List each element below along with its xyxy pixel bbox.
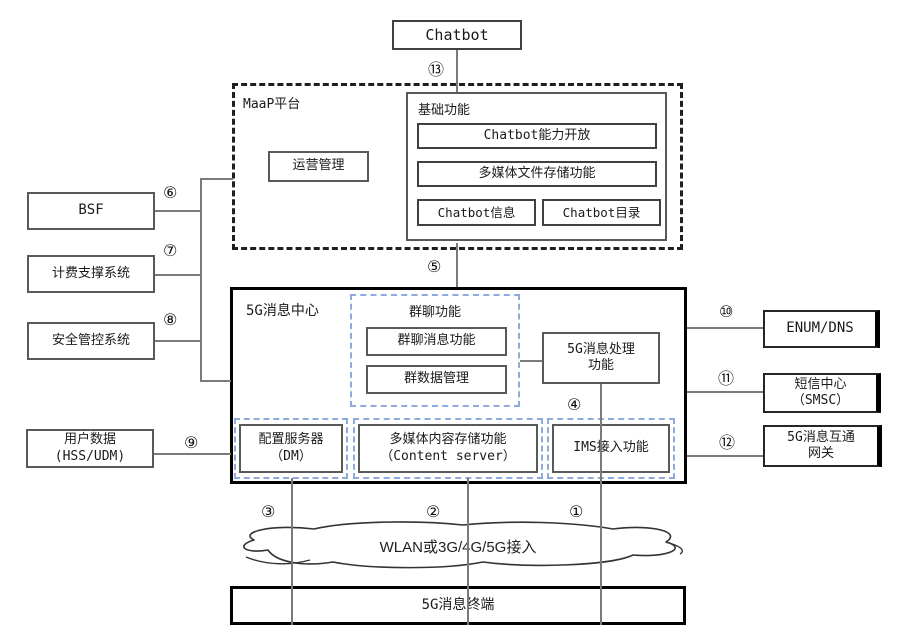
group-data-management-node: 群数据管理 <box>366 365 507 394</box>
connector-10-label: ⑩ <box>719 302 734 321</box>
enum-dns-node: ENUM/DNS <box>763 310 880 348</box>
chatbot-info-node: Chatbot信息 <box>417 199 536 226</box>
connector-6-label: ⑥ <box>163 183 178 202</box>
smsc-line2: （SMSC） <box>791 393 850 408</box>
connector-3-label: ③ <box>261 502 276 521</box>
message-processing-node: 5G消息处理 功能 <box>542 332 660 384</box>
message-processing-line2: 功能 <box>587 358 614 373</box>
connector-8-line <box>155 340 201 342</box>
ims-access-node: IMS接入功能 <box>552 424 670 473</box>
content-server-line1: 多媒体内容存储功能 <box>389 432 507 448</box>
chatbot-node: Chatbot <box>392 20 522 50</box>
connector-2-line <box>467 478 469 625</box>
group-chat-function-box <box>350 294 520 407</box>
chatbot-directory-node: Chatbot目录 <box>542 199 661 226</box>
group-chat-function-label: 群聊功能 <box>408 305 461 320</box>
connector-6-line <box>155 210 201 212</box>
connector-13-line <box>456 50 458 92</box>
smsc-node: 短信中心 （SMSC） <box>763 373 881 413</box>
bsf-node: BSF <box>27 192 155 230</box>
maap-platform-label: MaaP平台 <box>243 97 301 112</box>
connector-5-label: ⑤ <box>427 257 442 276</box>
content-server-dashed-box <box>353 418 543 479</box>
left-bus-bottom-link <box>200 380 231 382</box>
connector-11-line <box>687 391 763 393</box>
connector-5-line <box>456 243 458 287</box>
connector-3-line <box>291 478 293 625</box>
operation-management-node: 运营管理 <box>268 151 369 182</box>
left-bus-top-link <box>200 178 233 180</box>
access-cloud-shape <box>243 521 684 569</box>
connector-2-label: ② <box>426 502 441 521</box>
group-chat-message-node: 群聊消息功能 <box>366 327 507 356</box>
interworking-gateway-line2: 网关 <box>807 446 834 461</box>
message-processing-line1: 5G消息处理 <box>567 341 635 357</box>
connector-10-line <box>687 327 763 329</box>
connector-11-label: ⑪ <box>718 369 735 388</box>
connector-9-label: ⑨ <box>184 433 199 452</box>
message-terminal-node: 5G消息终端 <box>230 586 686 625</box>
left-bus-line <box>200 178 202 381</box>
configuration-server-node: 配置服务器 （DM） <box>239 424 343 473</box>
connector-12-line <box>687 455 763 457</box>
user-data-node: 用户数据 (HSS/UDM) <box>26 429 154 468</box>
interworking-gateway-line1: 5G消息互通 <box>787 429 855 445</box>
connector-1-line <box>600 384 602 625</box>
connector-9-line <box>154 453 231 455</box>
connector-1-label: ① <box>569 502 584 521</box>
configuration-server-line2: （DM） <box>270 448 312 464</box>
content-server-line2: （Content server） <box>380 448 516 464</box>
ims-dashed-box <box>547 418 675 479</box>
message-center-label: 5G消息中心 <box>246 303 319 319</box>
content-server-node: 多媒体内容存储功能 （Content server） <box>358 424 538 473</box>
multimedia-file-storage-node: 多媒体文件存储功能 <box>417 161 657 187</box>
connector-8-label: ⑧ <box>163 310 178 329</box>
base-function-label: 基础功能 <box>418 103 471 118</box>
chatbot-capability-node: Chatbot能力开放 <box>417 123 657 149</box>
user-data-line2: (HSS/UDM) <box>54 448 126 464</box>
interworking-gateway-node: 5G消息互通 网关 <box>763 425 882 467</box>
security-control-node: 安全管控系统 <box>27 322 155 360</box>
connector-7-line <box>155 274 201 276</box>
connector-13-label: ⑬ <box>428 60 445 79</box>
access-cloud-label: WLAN或3G/4G/5G接入 <box>379 539 537 556</box>
smsc-line1: 短信中心 <box>794 376 847 392</box>
configuration-server-line1: 配置服务器 <box>258 432 324 448</box>
groupchat-processing-link <box>520 360 542 362</box>
billing-support-node: 计费支撑系统 <box>27 255 155 293</box>
connector-7-label: ⑦ <box>163 241 178 260</box>
connector-4-label: ④ <box>567 395 582 414</box>
user-data-line1: 用户数据 <box>63 432 116 448</box>
connector-12-label: ⑫ <box>719 433 736 452</box>
